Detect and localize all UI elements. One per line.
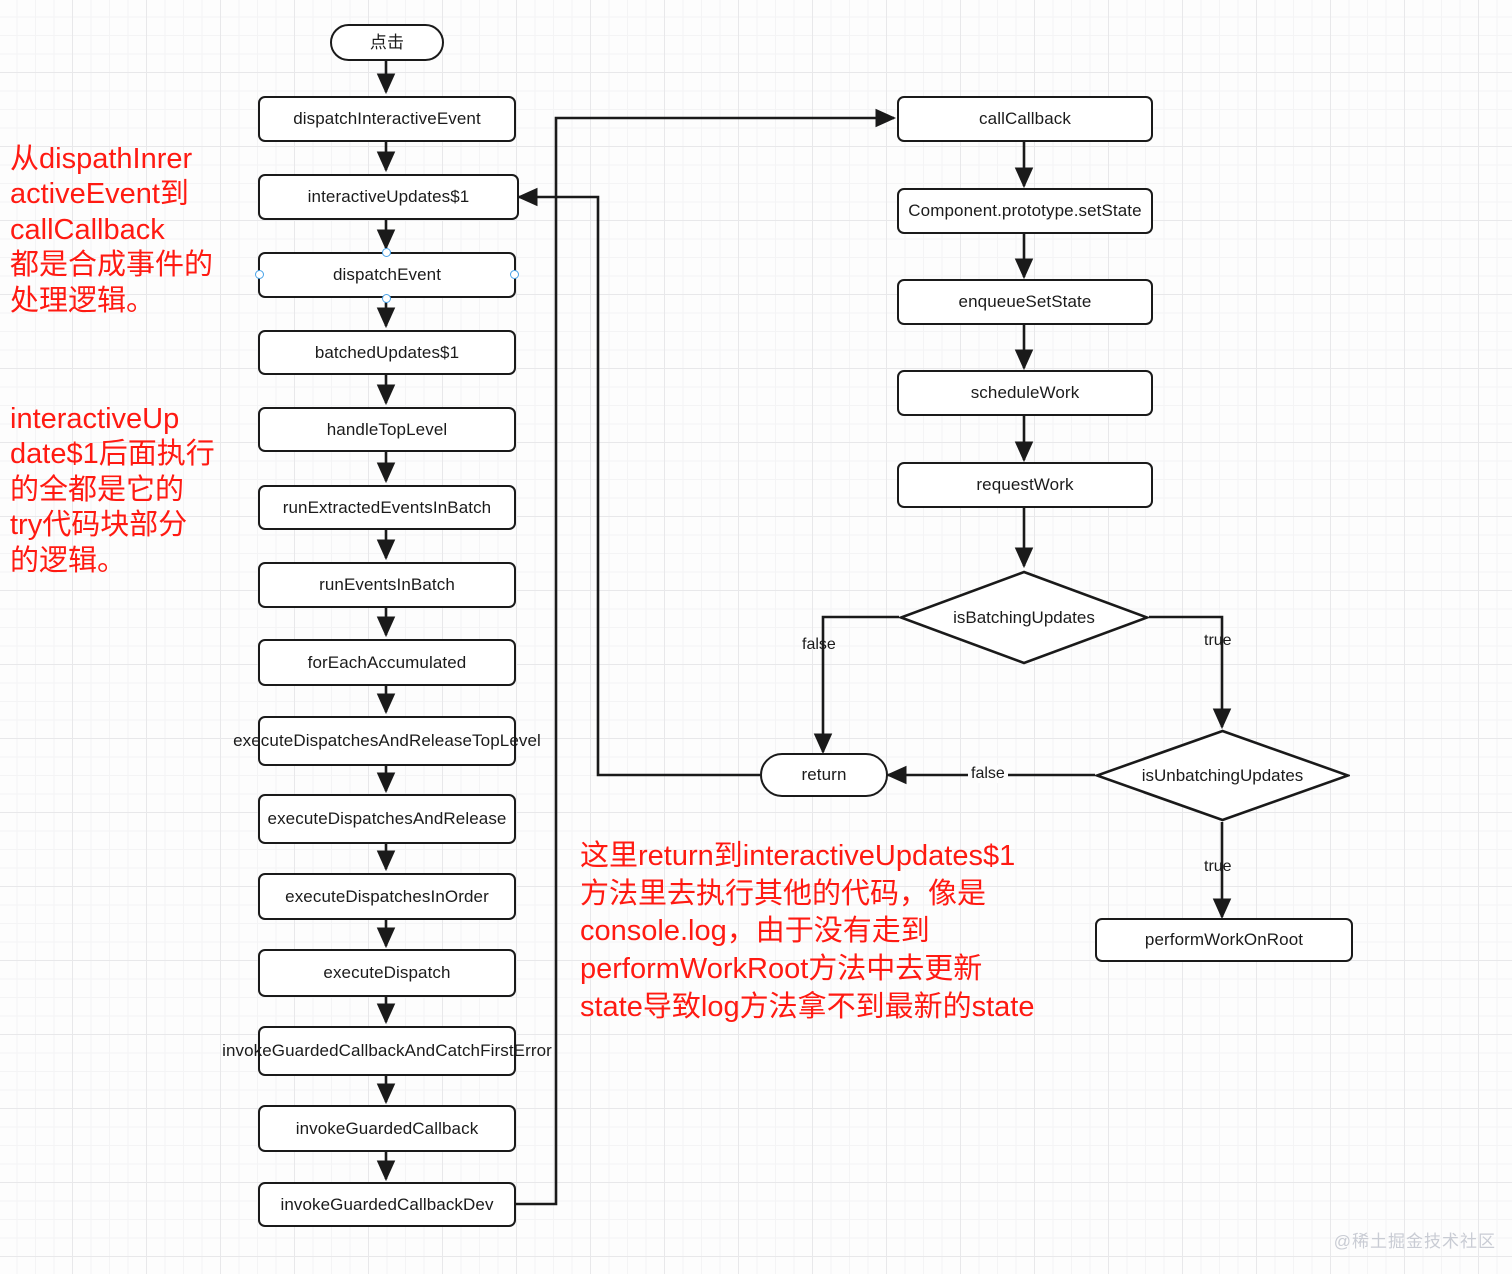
- node-run-events-in-batch[interactable]: runEventsInBatch: [258, 562, 516, 608]
- node-label: executeDispatchesAndReleaseTopLevel: [233, 731, 541, 751]
- node-perform-work-on-root[interactable]: performWorkOnRoot: [1095, 918, 1353, 962]
- node-dispatch-event[interactable]: dispatchEvent: [258, 252, 516, 298]
- node-request-work[interactable]: requestWork: [897, 462, 1153, 508]
- node-label: scheduleWork: [970, 383, 1080, 403]
- node-component-prototype-setstate[interactable]: Component.prototype.setState: [897, 188, 1153, 234]
- node-execute-dispatches-in-order[interactable]: executeDispatchesInOrder: [258, 873, 516, 920]
- annotation-note-3: 这里return到interactiveUpdates$1 方法里去执行其他的代…: [580, 840, 1035, 1023]
- decision-is-unbatching-updates[interactable]: isUnbatchingUpdates: [1093, 729, 1352, 822]
- decision-label: isBatchingUpdates: [953, 607, 1095, 627]
- node-execute-dispatches-and-release-top-level[interactable]: executeDispatchesAndReleaseTopLevel: [233, 716, 541, 766]
- edge-label-batching-true: true: [1204, 632, 1232, 649]
- node-label: executeDispatchesAndRelease: [267, 809, 507, 829]
- node-label: invokeGuardedCallback: [295, 1118, 479, 1138]
- node-label: Component.prototype.setState: [908, 201, 1142, 221]
- node-label: invokeGuardedCallbackAndCatchFirstError: [222, 1041, 552, 1061]
- node-label: executeDispatchesInOrder: [285, 886, 489, 906]
- node-invoke-guarded-callback-and-catch-first-error[interactable]: invokeGuardedCallbackAndCatchFirstError: [222, 1026, 552, 1076]
- node-return[interactable]: return: [760, 753, 888, 797]
- node-label: batchedUpdates$1: [314, 342, 460, 362]
- node-label: runExtractedEventsInBatch: [282, 497, 492, 517]
- node-label: return: [801, 765, 847, 785]
- decision-is-batching-updates[interactable]: isBatchingUpdates: [897, 570, 1151, 665]
- node-start-label: 点击: [369, 32, 405, 52]
- node-label: performWorkOnRoot: [1144, 930, 1304, 950]
- node-batched-updates[interactable]: batchedUpdates$1: [258, 330, 516, 375]
- selection-handle-top[interactable]: [382, 248, 391, 257]
- node-label: invokeGuardedCallbackDev: [280, 1194, 494, 1214]
- node-label: handleTopLevel: [326, 419, 448, 439]
- node-dispatch-interactive-event[interactable]: dispatchInteractiveEvent: [258, 96, 516, 142]
- node-enqueue-setstate[interactable]: enqueueSetState: [897, 279, 1153, 325]
- node-interactive-updates[interactable]: interactiveUpdates$1: [258, 174, 519, 220]
- edge-label-unbatching-false: false: [968, 765, 1008, 783]
- node-invoke-guarded-callback-dev[interactable]: invokeGuardedCallbackDev: [258, 1182, 516, 1227]
- node-handle-top-level[interactable]: handleTopLevel: [258, 407, 516, 452]
- edge-label-unbatching-true: true: [1204, 858, 1232, 875]
- watermark: @稀土掘金技术社区: [1333, 1232, 1496, 1251]
- node-start[interactable]: 点击: [330, 24, 444, 61]
- node-label: requestWork: [976, 475, 1074, 495]
- node-invoke-guarded-callback[interactable]: invokeGuardedCallback: [258, 1105, 516, 1152]
- node-label: enqueueSetState: [958, 292, 1092, 312]
- node-label: dispatchEvent: [332, 265, 442, 285]
- node-run-extracted-events-in-batch[interactable]: runExtractedEventsInBatch: [258, 485, 516, 530]
- node-label: dispatchInteractiveEvent: [293, 109, 481, 129]
- decision-label: isUnbatchingUpdates: [1141, 765, 1304, 785]
- node-schedule-work[interactable]: scheduleWork: [897, 370, 1153, 416]
- annotation-note-2: interactiveUp date$1后面执行 的全都是它的 try代码块部分…: [10, 403, 215, 577]
- node-label: runEventsInBatch: [319, 575, 455, 595]
- node-execute-dispatch[interactable]: executeDispatch: [258, 949, 516, 997]
- node-label: forEachAccumulated: [307, 652, 467, 672]
- node-label: interactiveUpdates$1: [307, 187, 470, 207]
- selection-handle-bottom[interactable]: [382, 294, 391, 303]
- selection-handle-left[interactable]: [255, 270, 264, 279]
- node-call-callback[interactable]: callCallback: [897, 96, 1153, 142]
- annotation-note-1: 从dispathInrer activeEvent到 callCallback …: [10, 143, 214, 317]
- node-for-each-accumulated[interactable]: forEachAccumulated: [258, 639, 516, 686]
- edge-label-batching-false: false: [802, 636, 836, 653]
- node-label: callCallback: [979, 109, 1071, 129]
- selection-handle-right[interactable]: [510, 270, 519, 279]
- node-label: executeDispatch: [323, 963, 451, 983]
- node-execute-dispatches-and-release[interactable]: executeDispatchesAndRelease: [258, 794, 516, 844]
